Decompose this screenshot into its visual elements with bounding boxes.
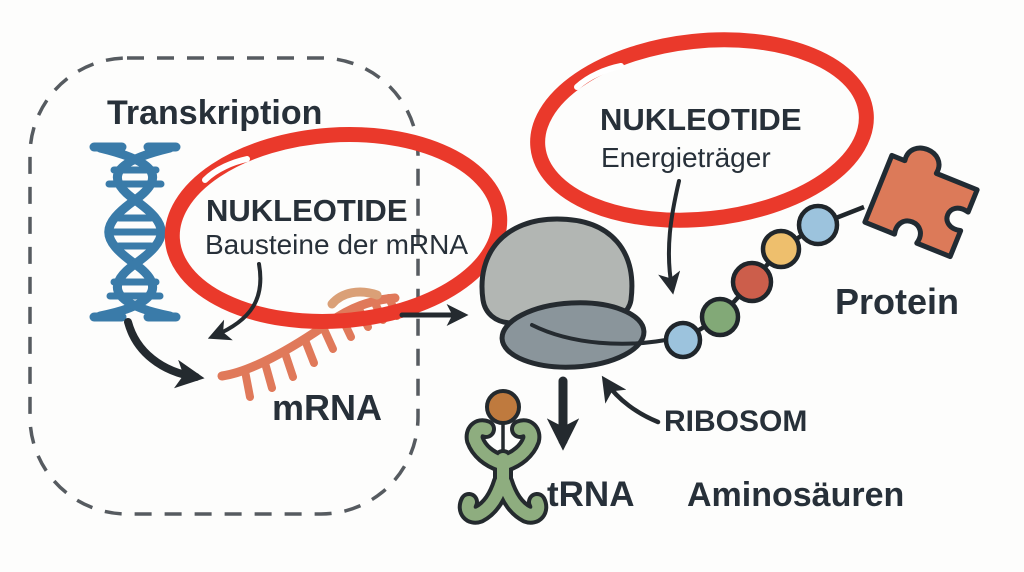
callout2-subtitle: Energieträger: [601, 142, 771, 173]
marker-highlight: [574, 63, 624, 90]
amino-acid-bead: [796, 203, 840, 247]
ribosom-pointer-arrow: [601, 375, 661, 425]
red-marker-ellipse-icon: [530, 32, 874, 228]
nucleus-dashed-border: [28, 56, 420, 516]
ribosome-small-subunit: [499, 300, 647, 370]
protein-label: Protein: [835, 281, 959, 322]
nucleotide-to-mrna-arrow: [207, 262, 263, 341]
dna-helix-icon: [89, 142, 181, 322]
trna-icon: [457, 389, 549, 525]
ribosome-icon: [479, 216, 678, 370]
trna-label: tRNA: [547, 475, 634, 514]
amino-acid-chain: [663, 203, 865, 360]
mrna-hump-highlight: [327, 287, 382, 309]
peptide-string: [530, 323, 678, 346]
marker-highlight: [202, 156, 250, 183]
mrna-label: mRNA: [272, 387, 382, 428]
callout1-subtitle: Bausteine der mRNA: [205, 229, 468, 260]
callout2-title: NUKLEOTIDE: [600, 102, 802, 137]
amino-acid-bead: [730, 260, 774, 304]
amino-acids-label: Aminosäuren: [687, 476, 904, 514]
callout1-title: NUKLEOTIDE: [206, 193, 408, 228]
red-circle-nucleotide-mrna: [164, 127, 508, 329]
transcription-label: Transkription: [107, 94, 322, 132]
amino-acid-bead: [699, 296, 741, 338]
amino-acid-head: [485, 389, 521, 425]
amino-acid-bead: [663, 320, 703, 360]
ribosome-label: RIBOSOM: [664, 405, 807, 438]
energy-nucleotide-arrow: [658, 179, 681, 295]
dna-to-mrna-arrow: [124, 318, 205, 389]
protein-puzzle-icon: [862, 145, 980, 260]
red-circle-nucleotide-energy: [530, 32, 874, 228]
amino-acid-bead: [760, 228, 802, 270]
red-marker-ellipse-icon: [164, 127, 508, 329]
